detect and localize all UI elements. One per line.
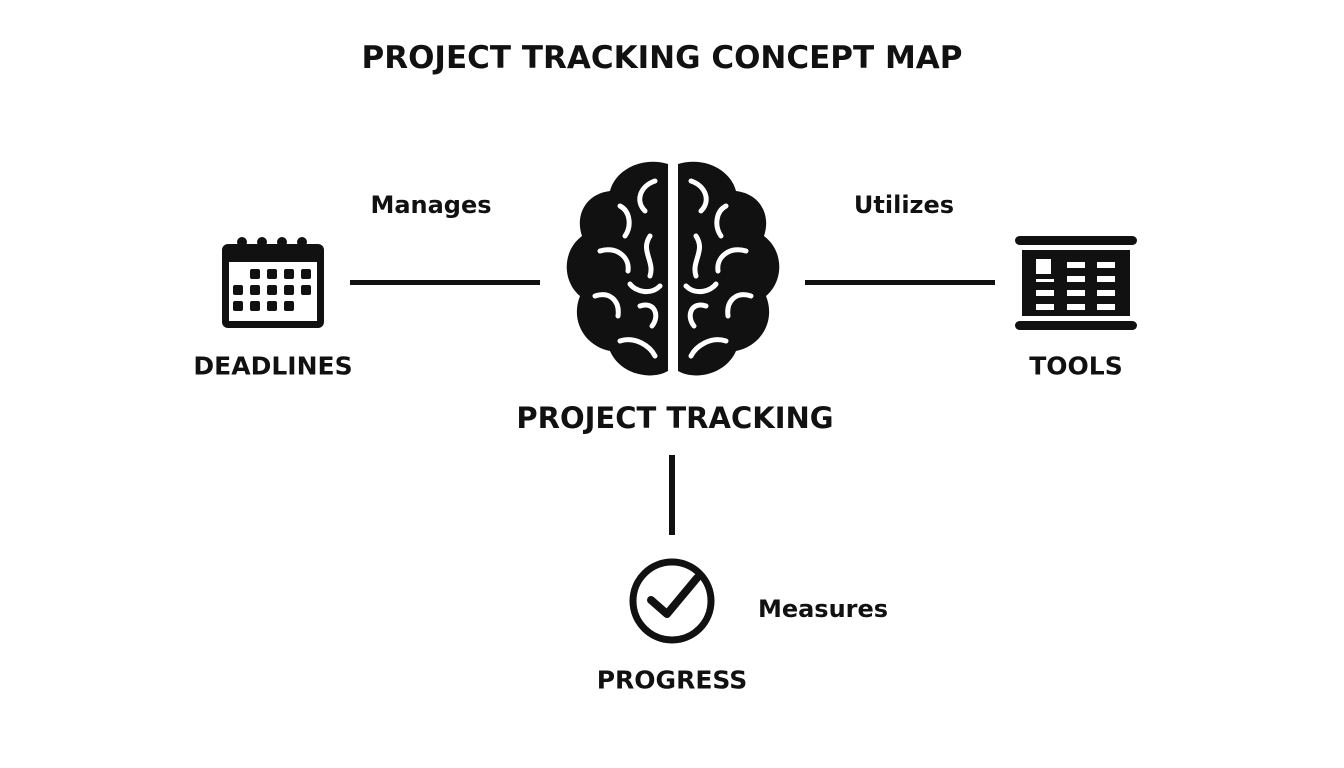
connector-deadlines: [350, 280, 540, 285]
spreadsheet-icon: [1015, 236, 1137, 330]
node-label-progress: PROGRESS: [596, 665, 748, 695]
diagram-title: PROJECT TRACKING CONCEPT MAP: [361, 40, 963, 76]
relation-utilizes: Utilizes: [853, 191, 955, 219]
relation-measures: Measures: [757, 595, 889, 623]
connector-progress: [669, 455, 675, 535]
calendar-icon: [222, 237, 324, 328]
central-label: PROJECT TRACKING: [516, 401, 834, 435]
connector-tools: [805, 280, 995, 285]
node-label-deadlines: DEADLINES: [193, 351, 353, 381]
relation-manages: Manages: [370, 191, 492, 219]
checkmark-circle-icon: [629, 558, 715, 644]
node-label-tools: TOOLS: [1029, 351, 1123, 381]
brain-icon: [566, 161, 780, 376]
